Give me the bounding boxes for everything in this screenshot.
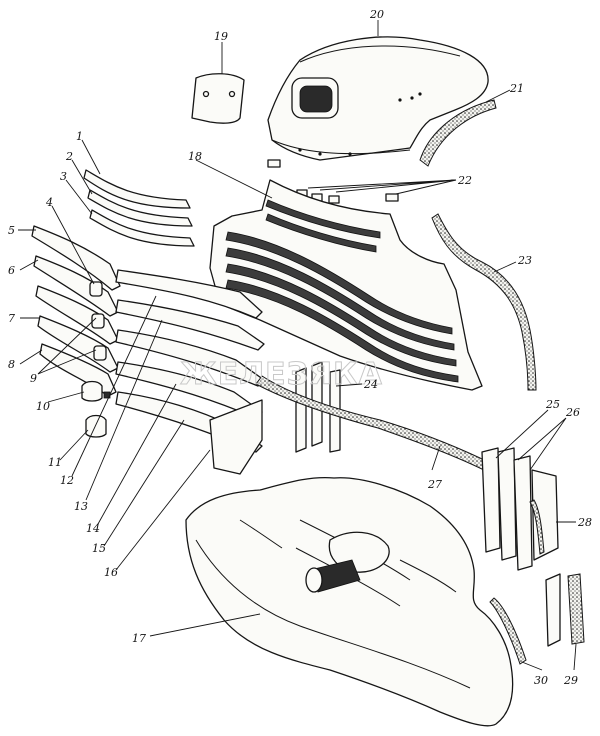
callout-20: 20 (369, 8, 384, 21)
callout-18: 18 (188, 150, 202, 163)
callout-15: 15 (92, 542, 106, 555)
parts-1-3-grille-bars (83, 169, 195, 247)
callout-21: 21 (509, 82, 524, 95)
part-18-radiator-grille (209, 179, 483, 391)
callout-26: 26 (565, 406, 580, 419)
callout-8: 8 (8, 358, 15, 371)
part-20-upper-cowl-panel (267, 36, 489, 161)
callout-30: 30 (534, 674, 548, 687)
callout-17: 17 (132, 632, 146, 645)
part-21-seal-strip (419, 99, 497, 167)
callout-12: 12 (60, 474, 74, 487)
callout-28: 28 (577, 516, 592, 529)
parts-29-30-seal-pieces (489, 573, 585, 665)
callout-16: 16 (104, 566, 118, 579)
callout-22: 22 (457, 174, 472, 187)
part-19-cover-plate (191, 73, 245, 124)
callout-11: 11 (48, 456, 62, 469)
callout-3: 3 (60, 170, 67, 183)
callout-25: 25 (545, 398, 560, 411)
callout-4: 4 (45, 196, 53, 209)
leader-lines (18, 20, 577, 671)
part-17-front-apron (185, 476, 514, 727)
callout-2: 2 (65, 150, 73, 163)
callout-13: 13 (74, 500, 88, 513)
parts-12-16-grille-bars (115, 269, 265, 475)
callout-10: 10 (36, 400, 50, 413)
callout-labels: 1 2 3 4 5 6 7 8 9 10 11 12 13 14 15 16 1… (8, 8, 592, 687)
callout-29: 29 (563, 674, 578, 687)
watermark-text: ЖЕЛЕЗЯКА (180, 357, 383, 392)
callout-23: 23 (517, 254, 532, 267)
callout-5: 5 (8, 224, 15, 237)
callout-1: 1 (76, 130, 83, 143)
callout-9: 9 (30, 372, 37, 385)
parts-4-9-10-11-fasteners (81, 281, 111, 438)
callout-19: 19 (214, 30, 228, 43)
part-22-clips (267, 159, 399, 204)
callout-6: 6 (8, 264, 15, 277)
part-23-seal-strip (431, 213, 537, 391)
callout-24: 24 (363, 378, 378, 391)
parts-25-26-28-side-pieces (481, 447, 559, 571)
callout-27: 27 (427, 478, 442, 491)
callout-14: 14 (86, 522, 100, 535)
callout-7: 7 (8, 312, 15, 325)
